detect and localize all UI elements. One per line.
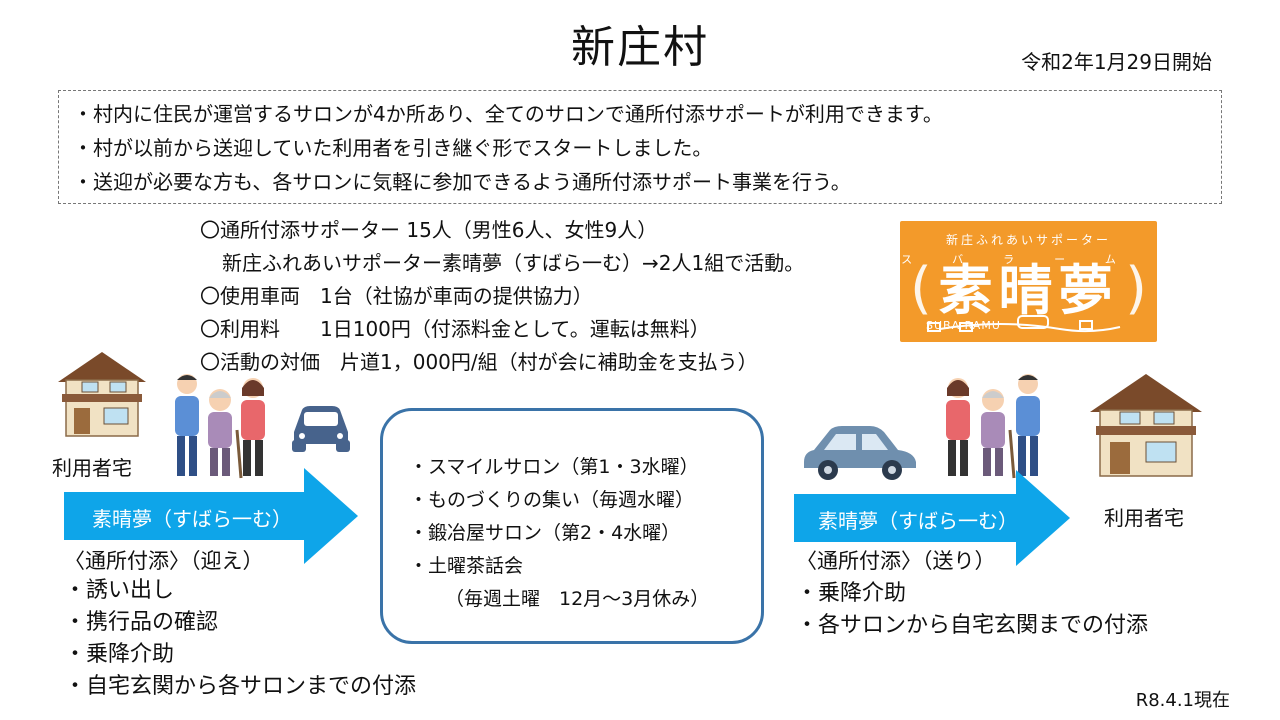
arrow-label-right: 素晴夢（すばら一む）: [818, 509, 1018, 533]
info-supporters: 〇通所付添サポーター 15人（男性6人、女性9人）: [200, 218, 658, 242]
page-title: 新庄村: [571, 22, 709, 73]
caregivers-icon: [175, 374, 265, 479]
arrow-label-left: 素晴夢（すばら一む）: [92, 507, 292, 531]
duty-list-right: ・乗降介助 ・各サロンから自宅玄関までの付添: [796, 578, 1148, 642]
info-vehicle: 〇使用車両 1台（社協が車両の提供協力）: [200, 284, 593, 308]
list-item: ・携行品の確認: [64, 610, 219, 635]
caregivers-icon: [946, 374, 1040, 479]
notes-box: ・村内に住民が運営するサロンが4か所あり、全てのサロンで通所付添サポートが利用で…: [58, 90, 1222, 204]
list-item: ・誘い出し: [64, 578, 175, 603]
salon-item: ・土曜茶話会: [409, 555, 524, 577]
info-team: 新庄ふれあいサポーター素晴夢（すばら一む）→2人1組で活動。: [222, 251, 805, 275]
start-date: 令和2年1月29日開始: [1021, 50, 1212, 74]
as-of-date: R8.4.1現在: [1135, 690, 1230, 711]
arrow-right-icon: [794, 470, 1070, 566]
note-line: ・村内に住民が運営するサロンが4か所あり、全てのサロンで通所付添サポートが利用で…: [73, 102, 943, 126]
info-fee: 〇利用料 1日100円（付添料金として。運転は無料）: [200, 317, 710, 341]
house-icon: [58, 352, 146, 437]
list-item: ・自宅玄関から各サロンまでの付添: [64, 674, 417, 699]
section-title-left: 〈通所付添〉（迎え）: [64, 549, 264, 573]
home-label-right: 利用者宅: [1104, 506, 1184, 530]
logo-ruby: スバラーム: [901, 253, 1156, 266]
logo-image: 新庄ふれあいサポーター スバラーム ( 素晴夢 ) SUBA RAMU: [900, 221, 1157, 342]
note-line: ・村が以前から送迎していた利用者を引き継ぐ形でスタートしました。: [73, 136, 713, 160]
logo-brace-right-icon: ): [1125, 256, 1147, 321]
logo-subtitle: 新庄ふれあいサポーター: [945, 233, 1111, 247]
list-item: ・乗降介助: [796, 581, 907, 606]
salon-item: ・ものづくりの集い（毎週水曜）: [409, 489, 695, 511]
info-block: 〇通所付添サポーター 15人（男性6人、女性9人） 新庄ふれあいサポーター素晴夢…: [200, 214, 804, 379]
salon-item: ・鍛冶屋サロン（第2・4水曜）: [409, 522, 681, 544]
duty-list-left: ・誘い出し ・携行品の確認 ・乗降介助 ・自宅玄関から各サロンまでの付添: [64, 575, 416, 703]
car-icon: [292, 406, 350, 452]
section-title-right: 〈通所付添〉（送り）: [796, 549, 996, 573]
salon-box: ・スマイルサロン（第1・3水曜） ・ものづくりの集い（毎週水曜） ・鍛冶屋サロン…: [380, 408, 764, 644]
salon-note: （毎週土曜 12月～3月休み）: [445, 588, 710, 610]
arrow-right-icon: [64, 468, 358, 564]
logo-decoration-icon: [927, 315, 1121, 333]
logo-brace-left-icon: (: [910, 256, 932, 321]
list-item: ・乗降介助: [64, 642, 175, 667]
house-icon: [1090, 374, 1202, 477]
salon-item: ・スマイルサロン（第1・3水曜）: [409, 456, 699, 478]
list-item: ・各サロンから自宅玄関までの付添: [796, 613, 1149, 638]
logo-main: 素晴夢: [938, 259, 1119, 322]
info-compensation: 〇活動の対価 片道1，000円/組（村が会に補助金を支払う）: [200, 350, 758, 374]
car-icon: [804, 426, 916, 480]
note-line: ・送迎が必要な方も、各サロンに気軽に参加できるよう通所付添サポート事業を行う。: [73, 170, 851, 194]
home-label-left: 利用者宅: [52, 456, 132, 480]
